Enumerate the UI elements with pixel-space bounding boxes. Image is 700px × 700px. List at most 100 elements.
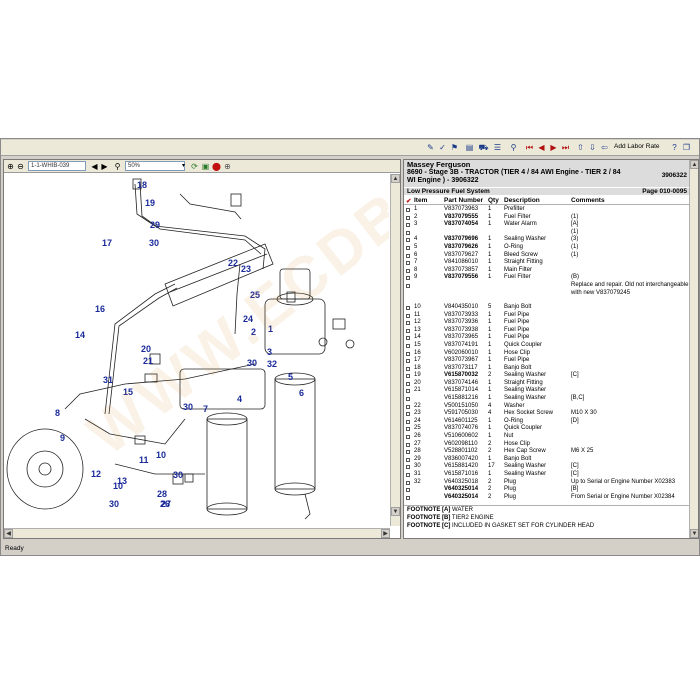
row-checkbox[interactable] bbox=[406, 261, 410, 266]
row-checkbox[interactable] bbox=[406, 238, 410, 243]
refresh-icon[interactable]: ⟳ bbox=[191, 162, 198, 171]
row-checkbox[interactable] bbox=[406, 412, 410, 417]
add-icon[interactable]: ⊕ bbox=[224, 162, 231, 171]
row-checkbox[interactable] bbox=[406, 336, 410, 341]
row-checkbox[interactable] bbox=[406, 321, 410, 326]
scroll-left-arrow-icon[interactable]: ◀ bbox=[4, 529, 13, 538]
callout-label[interactable]: 29 bbox=[150, 220, 160, 230]
check-icon[interactable]: ✓ bbox=[439, 143, 446, 152]
row-checkbox[interactable] bbox=[406, 450, 410, 455]
col-comments[interactable]: Comments bbox=[571, 197, 605, 204]
row-checkbox[interactable] bbox=[406, 359, 410, 364]
col-description[interactable]: Description bbox=[504, 197, 540, 204]
add-labor-rate-button[interactable]: Add Labor Rate bbox=[614, 143, 660, 150]
callout-label[interactable]: 9 bbox=[60, 433, 65, 443]
col-part-number[interactable]: Part Number bbox=[444, 197, 484, 204]
row-checkbox[interactable] bbox=[406, 495, 410, 500]
edit-icon[interactable]: ✎ bbox=[427, 143, 434, 152]
cart-icon[interactable]: ⛟ bbox=[478, 143, 489, 152]
last-page-icon[interactable]: ⏭ bbox=[561, 143, 570, 152]
next-page-icon[interactable]: ▶ bbox=[550, 143, 557, 152]
callout-label[interactable]: 8 bbox=[55, 408, 60, 418]
callout-label[interactable]: 14 bbox=[75, 330, 85, 340]
callout-label[interactable]: 2 bbox=[251, 327, 256, 337]
magnifier-icon[interactable]: ⚲ bbox=[114, 162, 121, 171]
row-checkbox[interactable] bbox=[406, 328, 410, 333]
callout-label[interactable]: 22 bbox=[228, 258, 238, 268]
callout-label[interactable]: 18 bbox=[137, 180, 147, 190]
callout-label[interactable]: 30 bbox=[247, 358, 257, 368]
callout-label[interactable]: 28 bbox=[157, 489, 167, 499]
select-all-icon[interactable]: ✔ bbox=[406, 198, 412, 205]
row-checkbox[interactable] bbox=[406, 480, 410, 485]
row-checkbox[interactable] bbox=[406, 230, 410, 235]
row-checkbox[interactable] bbox=[406, 343, 410, 348]
scroll-right-arrow-icon[interactable]: ▶ bbox=[381, 529, 390, 538]
chevron-down-icon[interactable]: ▾ bbox=[181, 163, 185, 169]
row-checkbox[interactable] bbox=[406, 215, 410, 220]
callout-label[interactable]: 27 bbox=[161, 499, 171, 509]
window-icon[interactable]: ❐ bbox=[682, 143, 691, 152]
callout-label[interactable]: 10 bbox=[113, 481, 123, 491]
prev-page-icon[interactable]: ◀ bbox=[538, 143, 545, 152]
callout-label[interactable]: 17 bbox=[102, 238, 112, 248]
row-checkbox[interactable] bbox=[406, 404, 410, 409]
callout-label[interactable]: 30 bbox=[109, 499, 119, 509]
callout-label[interactable]: 11 bbox=[139, 455, 149, 465]
callout-label[interactable]: 25 bbox=[250, 290, 260, 300]
row-checkbox[interactable] bbox=[406, 245, 410, 250]
callout-label[interactable]: 24 bbox=[243, 314, 253, 324]
callout-label[interactable]: 15 bbox=[123, 387, 133, 397]
callout-label[interactable]: 5 bbox=[288, 372, 293, 382]
help-icon[interactable]: ? bbox=[672, 143, 677, 152]
row-checkbox[interactable] bbox=[406, 397, 410, 402]
callout-label[interactable]: 21 bbox=[143, 356, 153, 366]
row-checkbox[interactable] bbox=[406, 435, 410, 440]
callout-label[interactable]: 23 bbox=[241, 264, 251, 274]
up-icon[interactable]: ⇧ bbox=[577, 143, 584, 152]
zoom-in-icon[interactable]: ⊕ bbox=[7, 162, 14, 171]
row-checkbox[interactable] bbox=[406, 351, 410, 356]
back-icon[interactable]: ◀ bbox=[91, 162, 98, 171]
callout-label[interactable]: 32 bbox=[267, 359, 277, 369]
row-checkbox[interactable] bbox=[406, 313, 410, 318]
callout-label[interactable]: 10 bbox=[156, 450, 166, 460]
print-icon[interactable]: ▤ bbox=[465, 143, 474, 152]
row-checkbox[interactable] bbox=[406, 389, 410, 394]
row-checkbox[interactable] bbox=[406, 488, 410, 493]
diagram-vertical-scrollbar[interactable]: ▲ ▼ bbox=[390, 174, 400, 526]
bookmark-icon[interactable]: ⚑ bbox=[450, 143, 459, 152]
row-checkbox[interactable] bbox=[406, 276, 410, 281]
table-row[interactable]: (1) bbox=[404, 229, 690, 237]
row-checkbox[interactable] bbox=[406, 283, 410, 288]
callout-label[interactable]: 30 bbox=[173, 470, 183, 480]
callout-label[interactable]: 31 bbox=[103, 375, 113, 385]
col-item[interactable]: Item bbox=[414, 197, 428, 204]
first-page-icon[interactable]: ⏮ bbox=[525, 143, 534, 152]
callout-label[interactable]: 30 bbox=[183, 402, 193, 412]
forward-icon[interactable]: ▶ bbox=[101, 162, 108, 171]
row-checkbox[interactable] bbox=[406, 427, 410, 432]
diagram-horizontal-scrollbar[interactable]: ◀ ▶ bbox=[4, 528, 390, 538]
find-icon[interactable]: ⚲ bbox=[510, 143, 517, 152]
callout-label[interactable]: 7 bbox=[203, 404, 208, 414]
callout-label[interactable]: 6 bbox=[299, 388, 304, 398]
row-checkbox[interactable] bbox=[406, 419, 410, 424]
